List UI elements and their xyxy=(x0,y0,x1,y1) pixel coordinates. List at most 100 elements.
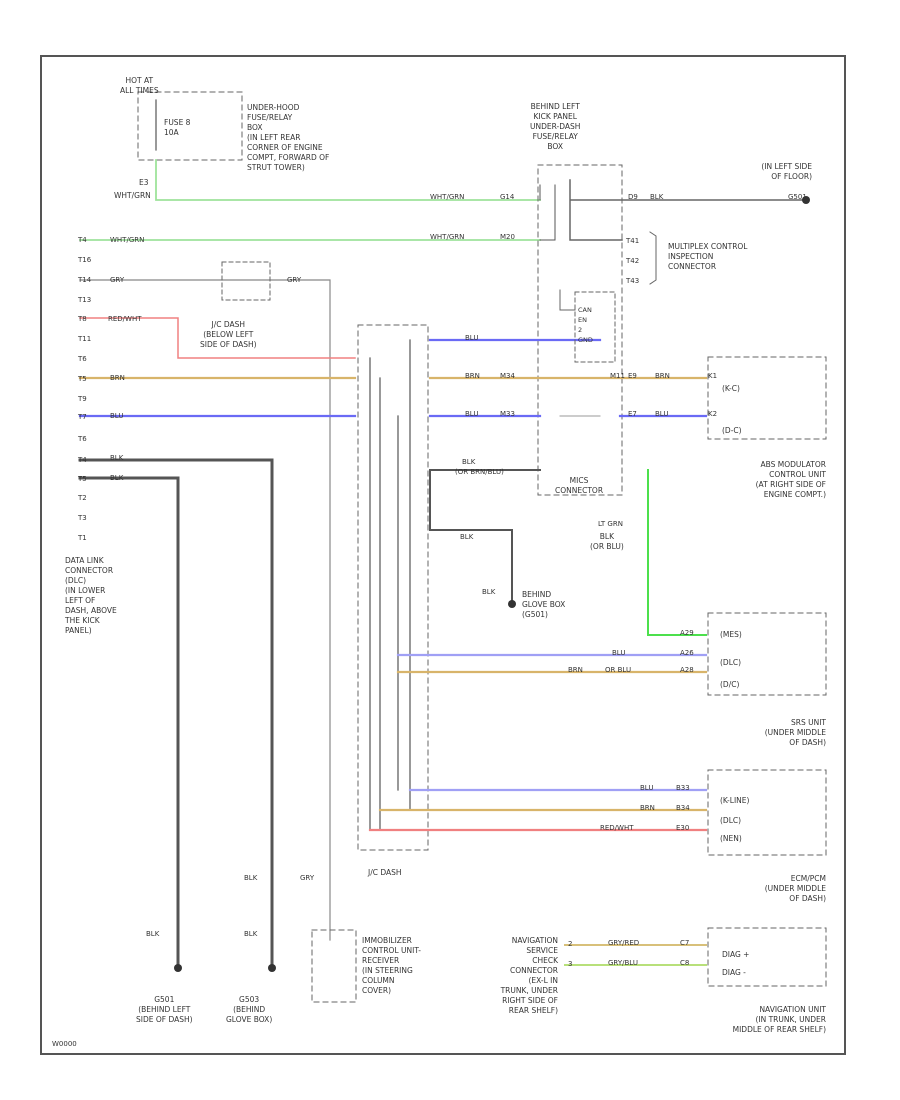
srs-w2: BRN xyxy=(568,666,583,674)
mics-blu: BLU xyxy=(465,334,479,342)
mpx-pin-2: T42 xyxy=(626,257,640,265)
dash-wire1: WHT/GRN xyxy=(430,193,465,201)
dlc-wire-t5: BRN xyxy=(110,374,125,382)
abs-in2-color: BLU xyxy=(655,410,669,418)
ecm-unit-box xyxy=(707,769,827,856)
abs-unit-box xyxy=(707,356,827,440)
nav-w2p: C8 xyxy=(680,959,690,967)
bottom-blk-3: BLK xyxy=(146,930,160,938)
ground-right-note: (IN LEFT SIDE OF FLOOR) xyxy=(761,162,812,181)
dash-wire2-pin: M20 xyxy=(500,233,515,241)
ground-terminal xyxy=(802,196,810,204)
bottom-g501: G501 (BEHIND LEFT SIDE OF DASH) xyxy=(136,995,193,1024)
nav-unit-box xyxy=(707,927,827,987)
mpx-label: MULTIPLEX CONTROL INSPECTION CONNECTOR xyxy=(668,242,748,271)
dlc-pin: T5 xyxy=(78,375,87,383)
wire-lt-grn-srs xyxy=(647,469,707,636)
underhood-box-label: UNDER-HOOD FUSE/RELAY BOX (IN LEFT REAR … xyxy=(247,103,330,172)
dlc-pin: T4 xyxy=(78,236,87,244)
jc-bottom-label: J/C DASH xyxy=(368,868,402,877)
bottom-blk-2: BLK xyxy=(244,930,258,938)
dash-wire1-pin: G14 xyxy=(500,193,515,201)
ecm-name-3: (NEN) xyxy=(720,834,742,843)
srs-blk-note: BLK (OR BLU) xyxy=(590,532,624,551)
dash-wire2: WHT/GRN xyxy=(430,233,465,241)
fuse-label: FUSE 8 10A xyxy=(164,118,191,137)
srs-label: SRS UNIT (UNDER MIDDLE OF DASH) xyxy=(764,718,826,747)
abs-name-2: (D-C) xyxy=(722,426,742,435)
bottom-g503: G503 (BEHIND GLOVE BOX) xyxy=(226,995,273,1024)
nav-unit-label: NAVIGATION UNIT (IN TRUNK, UNDER MIDDLE … xyxy=(732,1005,826,1034)
dlc-pin: T1 xyxy=(78,534,87,542)
mics-rpin: M11 xyxy=(610,372,625,380)
nav-w1: GRY/RED xyxy=(608,939,640,947)
srs-pin-m: A29 xyxy=(680,629,694,637)
bottom-blk-1: BLK xyxy=(244,874,258,882)
ecm-w3: RED/WHT xyxy=(600,824,634,832)
abs-in1-wire: BRN xyxy=(655,372,670,380)
abs-in2-pin: E7 xyxy=(628,410,637,418)
wire-blk-ground xyxy=(569,179,807,241)
blk-ground-wire: BLK xyxy=(460,533,474,541)
wire-blk-jc xyxy=(429,469,541,606)
hot-at-all-times-label: HOT AT ALL TIMES xyxy=(120,76,159,95)
blk-ground-wire2: BLK xyxy=(482,588,496,596)
e3-label: E3 xyxy=(139,178,149,187)
nav-name-2: DIAG - xyxy=(722,968,746,977)
srs-name-3: (D/C) xyxy=(720,680,740,689)
dlc-pin: T6 xyxy=(78,355,87,363)
dlc-pin: T13 xyxy=(78,296,92,304)
diagram-code: W0000 xyxy=(52,1040,77,1048)
ecm-label: ECM/PCM (UNDER MIDDLE OF DASH) xyxy=(764,874,826,903)
srs-lt-grn: LT GRN xyxy=(598,520,623,528)
blk-ground-label: BEHIND GLOVE BOX (G501) xyxy=(522,590,566,619)
dlc-wire-t8: RED/WHT xyxy=(108,315,142,323)
srs-unit-box xyxy=(707,612,827,696)
srs-w2p: A28 xyxy=(680,666,694,674)
dlc-pin: T9 xyxy=(78,395,87,403)
jc-dash xyxy=(357,324,429,851)
dlc-pin: T11 xyxy=(78,335,92,343)
dash-out-pin: D9 xyxy=(628,193,638,201)
nav-name-1: DIAG + xyxy=(722,950,750,959)
mics-relay-label: CAN EN 2 GND xyxy=(578,306,593,344)
mics-brn: BRN xyxy=(465,372,480,380)
dlc-pin: T2 xyxy=(78,494,87,502)
mpx-pin-3: T43 xyxy=(626,277,640,285)
dlc-pin: T8 xyxy=(78,315,87,323)
mpx-pin-1: T41 xyxy=(626,237,640,245)
underhood-fuse-box xyxy=(137,91,243,161)
dlc-pin: T6 xyxy=(78,435,87,443)
nav-check-label: NAVIGATION SERVICE CHECK CONNECTOR (EX-L… xyxy=(500,936,558,1015)
dlc-wire-t14: GRY xyxy=(110,276,125,284)
ecm-w3p: E30 xyxy=(676,824,690,832)
wire-e3-wht-grn xyxy=(155,159,541,201)
dlc-pin: T16 xyxy=(78,256,92,264)
dlc-wire-t5b: BLK xyxy=(110,474,124,482)
nav-pin-2: 3 xyxy=(568,960,573,968)
dash-box-title: BEHIND LEFT KICK PANEL UNDER-DASH FUSE/R… xyxy=(530,102,581,151)
abs-pin-2: K2 xyxy=(708,410,718,418)
nav-w1p: C7 xyxy=(680,939,690,947)
srs-w2s: OR BLU xyxy=(605,666,632,674)
wire-t5-blk xyxy=(78,476,180,972)
dash-out-color: BLK xyxy=(650,193,664,201)
dlc-pin: T14 xyxy=(78,276,92,284)
mics-relay xyxy=(574,291,616,363)
mics-blu2: BLU xyxy=(465,410,479,418)
e3-color-label: WHT/GRN xyxy=(114,191,151,200)
nav-pin-1: 2 xyxy=(568,940,573,948)
dlc-pin: T7 xyxy=(78,413,87,421)
dlc-wire-t14b: GRY xyxy=(287,276,302,284)
immobilizer-box xyxy=(311,929,357,1003)
diagram-frame xyxy=(40,55,846,1055)
abs-in1-pin: E9 xyxy=(628,372,637,380)
ground-left-label: G501 xyxy=(788,193,807,201)
ecm-w1p: B33 xyxy=(676,784,690,792)
dlc-wire-t4b: BLK xyxy=(110,454,124,462)
ecm-name-2: (DLC) xyxy=(720,816,742,825)
nav-w2: GRY/BLU xyxy=(608,959,638,967)
ecm-w1: BLU xyxy=(640,784,654,792)
srs-name-1: (MES) xyxy=(720,630,742,639)
